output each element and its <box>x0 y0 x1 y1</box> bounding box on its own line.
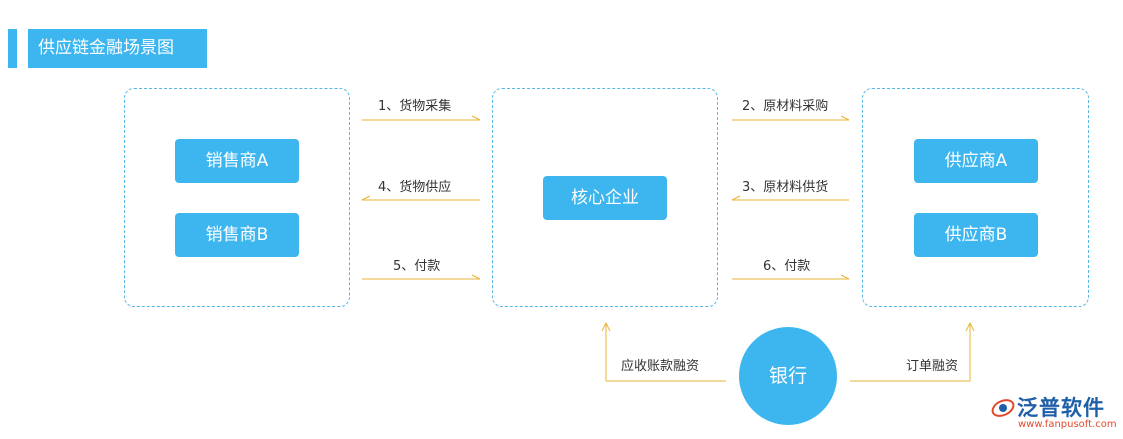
arrow-raw-supply <box>731 195 849 201</box>
arrow-receivable-financing <box>601 321 726 382</box>
sellers-group <box>124 88 350 307</box>
order-financing-label: 订单融资 <box>906 359 959 374</box>
flow-label-1: 1、货物采集 <box>378 99 452 114</box>
flow-label-2: 2、原材料采购 <box>742 99 829 114</box>
fanpusoft-logo: 泛普软件 www.fanpusoft.com <box>991 392 1119 432</box>
arrow-payment-6 <box>732 274 850 280</box>
arrow-goods-collection <box>362 115 481 121</box>
logo-name: 泛普软件 <box>1017 396 1105 420</box>
arrow-payment-5 <box>362 274 481 280</box>
flow-label-4: 4、货物供应 <box>378 180 452 195</box>
flow-label-5: 5、付款 <box>393 259 441 274</box>
suppliers-group <box>862 88 1089 307</box>
supplier-b-node: 供应商B <box>914 213 1038 257</box>
core-enterprise-node: 核心企业 <box>543 176 667 220</box>
flow-label-3: 3、原材料供货 <box>742 180 829 195</box>
bank-node: 银行 <box>739 327 837 425</box>
seller-b-node: 销售商B <box>175 213 299 257</box>
flow-label-6: 6、付款 <box>763 259 811 274</box>
logo-url: www.fanpusoft.com <box>1018 419 1117 430</box>
page-title: 供应链金融场景图 <box>28 29 207 68</box>
seller-a-node: 销售商A <box>175 139 299 183</box>
title-accent-bar <box>8 29 17 68</box>
logo-mark-icon <box>991 399 1015 417</box>
arrow-raw-purchase <box>732 115 850 121</box>
core-group <box>492 88 718 307</box>
arrow-order-financing <box>850 321 975 382</box>
arrow-goods-supply <box>361 195 480 201</box>
receivable-financing-label: 应收账款融资 <box>621 359 700 374</box>
supplier-a-node: 供应商A <box>914 139 1038 183</box>
